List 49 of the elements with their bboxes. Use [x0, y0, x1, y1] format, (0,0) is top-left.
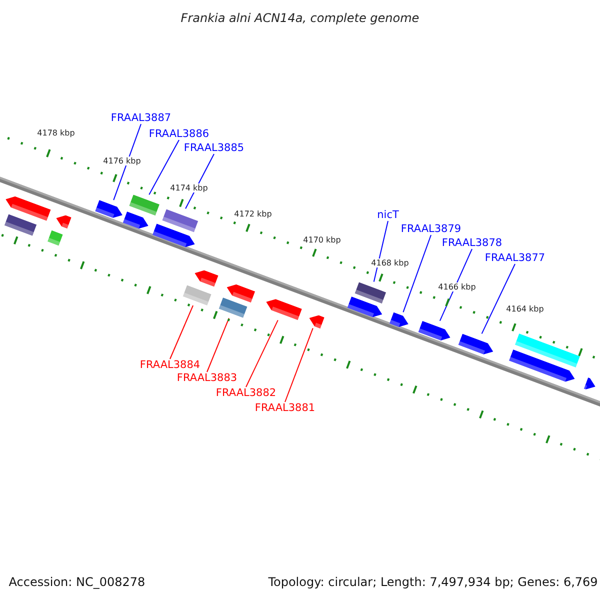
- scale-label: 4178 kbp: [36, 128, 76, 138]
- gene-label: FRAAL3883: [176, 372, 238, 384]
- gene-label: FRAAL3878: [442, 237, 502, 249]
- gene-block: [182, 285, 212, 306]
- gene-block: [514, 334, 580, 368]
- gene-block: [347, 296, 384, 320]
- title: Frankia alni ACN14a, complete genome: [180, 11, 420, 25]
- leader-line: [439, 248, 472, 322]
- scale-label: 4168 kbp: [370, 258, 410, 268]
- footer-text: Accession: NC_008278: [8, 575, 146, 589]
- scale-label: 4174 kbp: [169, 184, 209, 192]
- gene-block: [354, 282, 386, 304]
- gene-label: FRAAL3879: [400, 223, 462, 235]
- gene-label: FRAAL3884: [140, 359, 200, 371]
- leader-line: [206, 318, 230, 372]
- scale-label: 4170 kbp: [302, 236, 342, 244]
- gene-label: FRAAL3877: [484, 252, 546, 264]
- leader-line: [170, 305, 194, 360]
- gene-block: [508, 349, 577, 384]
- gene-block: [152, 224, 197, 250]
- gene-block: [95, 200, 125, 221]
- gene-label: nicT: [377, 209, 399, 221]
- scale-label: 4172 kbp: [233, 210, 273, 218]
- leader-line: [246, 320, 278, 388]
- gene-label: FRAAL3881: [254, 402, 316, 414]
- gene-label: FRAAL3886: [148, 128, 210, 140]
- leader-line: [284, 328, 314, 402]
- gene-block: [123, 211, 151, 231]
- gene-block: [584, 377, 598, 392]
- gene-block: [418, 320, 452, 344]
- gene-block: [4, 194, 51, 221]
- gene-block: [47, 230, 63, 246]
- gene-label: FRAAL3887: [110, 112, 172, 124]
- gene-block: [129, 194, 160, 216]
- leader-line: [481, 264, 516, 334]
- scale-label: 4176 kbp: [102, 156, 142, 166]
- scale-label: 4164 kbp: [505, 304, 545, 314]
- gene-block: [218, 298, 248, 318]
- leader-line: [148, 140, 180, 196]
- leader-line: [402, 234, 432, 313]
- leader-line: [113, 124, 142, 201]
- gene-label: FRAAL3882: [216, 387, 276, 399]
- gene-label: FRAAL3885: [184, 142, 244, 154]
- gene-block: [162, 208, 198, 232]
- scale-label: 4166 kbp: [437, 282, 477, 292]
- gene-block: [389, 312, 410, 330]
- gene-block: [4, 214, 37, 236]
- footer-text: Topology: circular; Length: 7,497,934 bp; Genes: 6,769: [267, 575, 599, 589]
- gene-block: [224, 282, 256, 303]
